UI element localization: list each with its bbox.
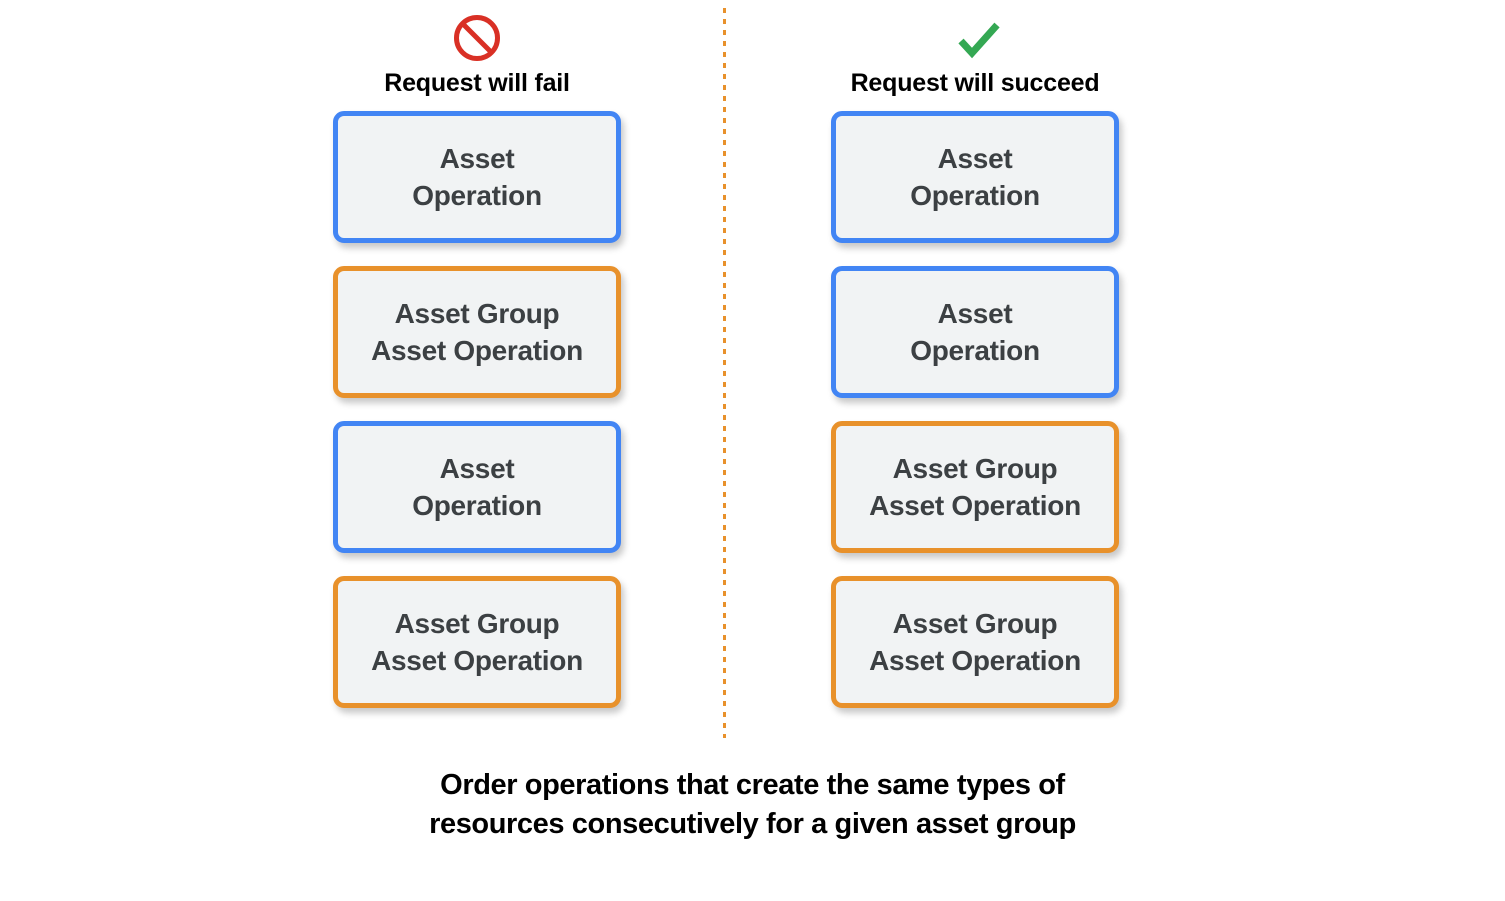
operation-box-fail-4[interactable]: Asset Group Asset Operation <box>333 576 621 708</box>
operation-box-succeed-3[interactable]: Asset Group Asset Operation <box>831 421 1119 553</box>
operation-box-label: Asset Group Asset Operation <box>869 453 1081 521</box>
operation-box-label: Asset Operation <box>412 143 542 211</box>
check-icon <box>958 22 1000 59</box>
diagram-caption: Order operations that create the same ty… <box>429 769 1076 840</box>
operation-box-label: Asset Group Asset Operation <box>371 298 583 366</box>
operation-box-label: Asset Group Asset Operation <box>869 608 1081 676</box>
operation-list-succeed: Asset Operation Asset Operation Asset Gr… <box>831 111 1119 731</box>
operation-box-label: Asset Operation <box>412 453 542 521</box>
column-divider <box>723 8 726 738</box>
column-header-label: Request will succeed <box>850 69 1100 97</box>
operation-box-label: Asset Operation <box>910 143 1040 211</box>
operation-box-label: Asset Group Asset Operation <box>371 608 583 676</box>
column-header-succeed: Request will succeed <box>825 12 1125 98</box>
operation-box-succeed-2[interactable]: Asset Operation <box>831 266 1119 398</box>
column-header-fail: Request will fail <box>327 12 627 98</box>
operation-list-fail: Asset Operation Asset Group Asset Operat… <box>333 111 621 731</box>
prohibition-icon <box>454 15 500 61</box>
column-header-label: Request will fail <box>384 69 570 97</box>
operation-box-fail-3[interactable]: Asset Operation <box>333 421 621 553</box>
operation-box-fail-1[interactable]: Asset Operation <box>333 111 621 243</box>
operation-box-label: Asset Operation <box>910 298 1040 366</box>
operation-box-fail-2[interactable]: Asset Group Asset Operation <box>333 266 621 398</box>
operation-box-succeed-4[interactable]: Asset Group Asset Operation <box>831 576 1119 708</box>
operation-box-succeed-1[interactable]: Asset Operation <box>831 111 1119 243</box>
